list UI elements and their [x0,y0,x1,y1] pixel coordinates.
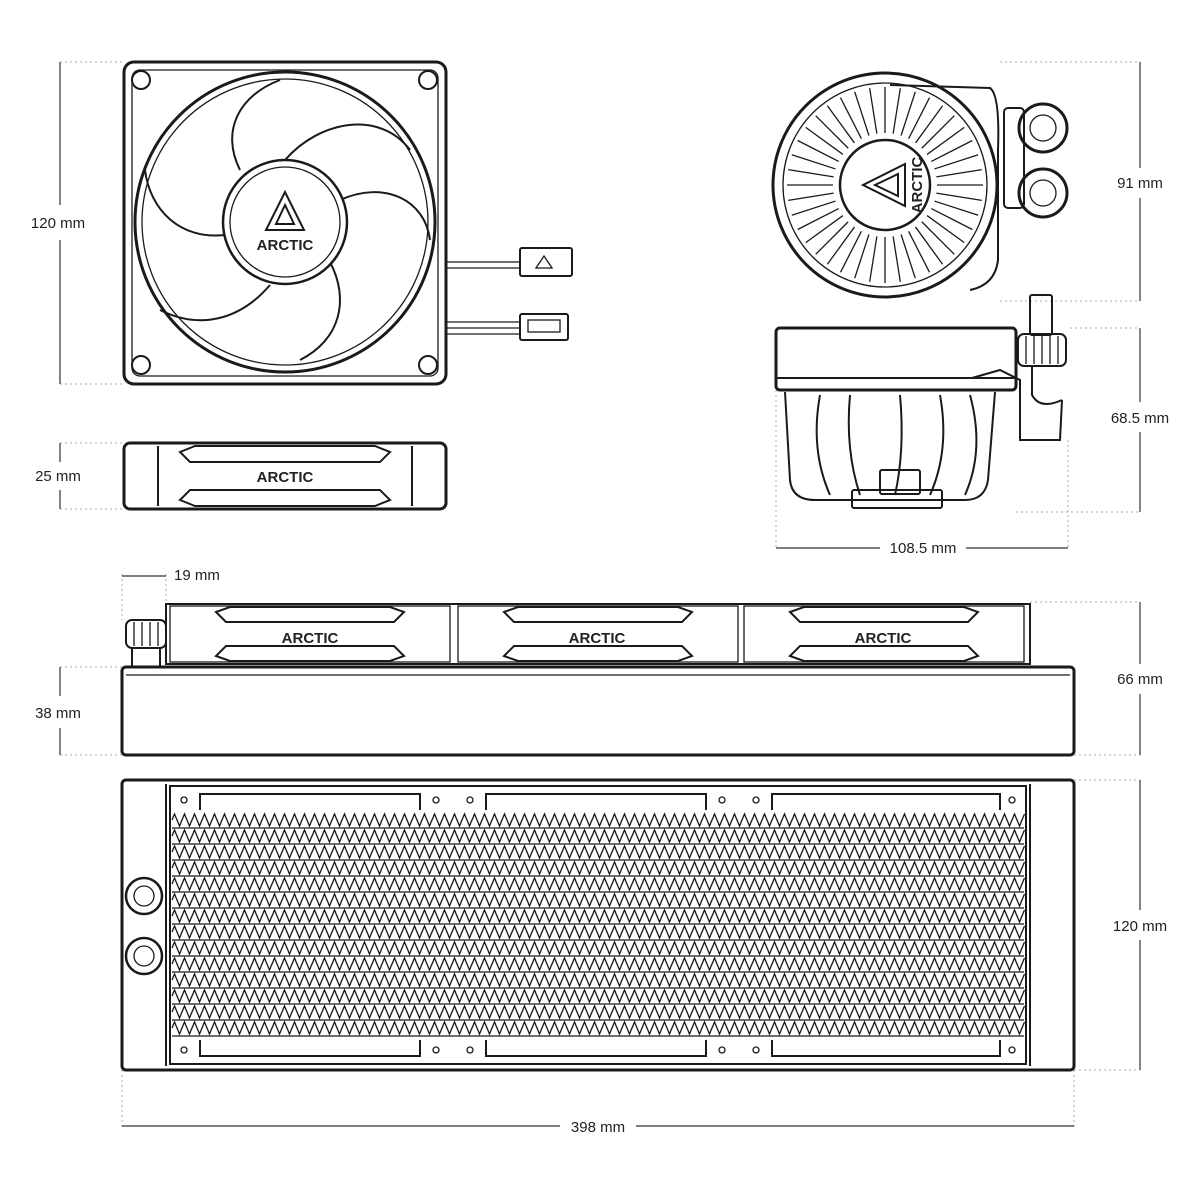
pump-rib [934,154,979,170]
side-fan-bottom-rib [214,645,406,662]
radiator-side-view: ARCTIC ARCTIC ARCTIC [120,603,1076,757]
pump-rib [839,97,862,139]
total-thickness-dimension: 66 mm [1030,601,1163,756]
side-fan-bottom-rib [788,645,980,662]
fan-side-view: ARCTIC [122,441,448,511]
pump-rib [908,97,931,139]
radiator-length-label: 398 mm [571,1119,625,1136]
pump-rib [915,226,944,265]
radiator-front-view [120,778,1076,1072]
radiator-width-label: 120 mm [1113,918,1167,935]
fin-row [171,1004,1026,1020]
pump-height-label: 68.5 mm [1111,410,1169,427]
pump-side-view [774,294,1067,509]
radiator-thickness-dimension: 38 mm [35,666,122,756]
radiator-width-dimension: 120 mm [1074,779,1167,1071]
pump-rib [839,231,862,273]
pump-rib [854,234,870,279]
pump-rib [805,215,844,244]
pump-rib [934,200,979,216]
side-fan-top-rib [214,606,406,623]
fitting-offset-dimension: 19 mm [121,567,220,620]
fan-front-view: ARCTIC [122,60,573,386]
pump-rib [900,234,916,279]
pump-rib [826,226,855,265]
pump-rib [915,105,944,144]
pump-rib [936,169,982,178]
fin-row [171,812,1026,828]
pump-height-dimension: 68.5 mm [1016,327,1169,513]
pump-rib [805,126,844,155]
fin-row [171,892,1026,908]
pump-rib [869,88,878,134]
pump-rib [854,91,870,136]
pump-rib [815,115,849,149]
fin-row [171,828,1026,844]
pump-top-view: ARCTIC [771,71,1069,299]
fitting-offset-label: 19 mm [174,567,220,584]
pump-rib [815,221,849,255]
radiator-thickness-label: 38 mm [35,705,81,722]
pump-rib [921,221,955,255]
fin-row [171,972,1026,988]
fan-thickness-label: 25 mm [35,468,81,485]
side-fan-2-brand: ARCTIC [569,630,626,647]
side-fan-bottom-rib [502,645,694,662]
side-fan-top-rib [788,606,980,623]
fin-row [171,924,1026,940]
pump-rib [926,126,965,155]
fin-row [171,988,1026,1004]
fan-height-label: 120 mm [31,215,85,232]
pump-rib [931,208,973,231]
pump-rib [788,192,834,201]
radiator-fins [171,812,1026,1037]
pump-rib [791,154,836,170]
fan-thickness-dimension: 25 mm [35,442,124,510]
pump-width-label: 91 mm [1117,175,1163,192]
fan-hub-brand: ARCTIC [257,237,314,254]
pump-ribs [787,87,983,283]
fin-row [171,876,1026,892]
pump-depth-label: 108.5 mm [890,540,957,557]
total-thickness-label: 66 mm [1117,671,1163,688]
pump-rib [921,115,955,149]
side-fan-top-rib [502,606,694,623]
fin-row [171,908,1026,924]
pump-rib [797,139,839,162]
pump-depth-dimension: 108.5 mm [775,390,1069,557]
pump-rib [791,200,836,216]
pump-width-dimension: 91 mm [1000,61,1163,302]
pump-rib [869,236,878,282]
pump-rib [797,208,839,231]
pump-rib [908,231,931,273]
side-fans [169,605,1025,663]
pump-logo-icon [860,162,906,208]
pump-rib [892,236,901,282]
fin-row [171,860,1026,876]
fin-row [171,940,1026,956]
pump-rib [892,88,901,134]
arctic-logo-icon [264,189,306,231]
pump-rib [926,215,965,244]
fin-row [171,844,1026,860]
fin-row [171,956,1026,972]
fin-row [171,1020,1026,1036]
pump-top-brand: ARCTIC [909,157,926,214]
pump-rib [931,139,973,162]
fan-height-dimension: 120 mm [31,61,124,385]
radiator-length-dimension: 398 mm [121,1070,1075,1136]
pump-rib [788,169,834,178]
pump-rib [936,192,982,201]
pump-rib [900,91,916,136]
side-fan-1-brand: ARCTIC [282,630,339,647]
pump-rib [826,105,855,144]
side-fan-3-brand: ARCTIC [855,630,912,647]
fan-side-brand: ARCTIC [257,469,314,486]
